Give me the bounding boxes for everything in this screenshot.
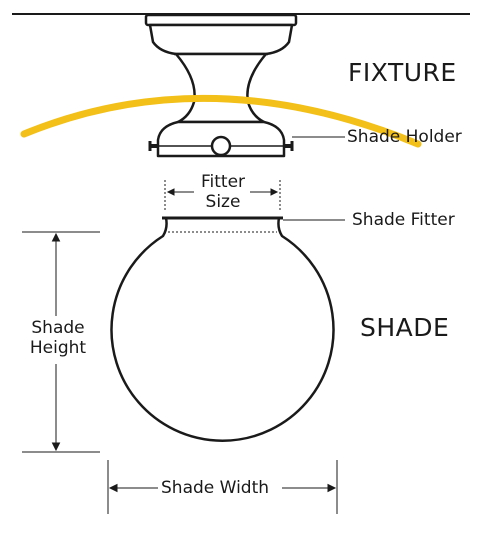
fitter-size-line2: Size [205, 192, 241, 212]
shade-height-line2: Height [29, 338, 87, 358]
fixture-label: FIXTURE [348, 58, 457, 87]
fixture-neck [174, 52, 268, 124]
shade-height-label: Shade Height [18, 318, 98, 358]
shade-width-dimension [107, 460, 338, 514]
wire [20, 94, 422, 148]
fitter-size-dimension [164, 180, 281, 210]
fitter-size-line1: Fitter [200, 172, 246, 192]
globe-shade [110, 216, 335, 442]
shade-height-line1: Shade [31, 318, 85, 338]
shade-holder [148, 120, 294, 158]
shade-fitter-label: Shade Fitter [352, 210, 455, 230]
shade-label: SHADE [360, 313, 450, 342]
shade-holder-label: Shade Holder [347, 127, 462, 147]
shade-width-label: Shade Width [161, 478, 270, 498]
shade-height-dimension [22, 231, 100, 453]
fitter-size-label: Fitter Size [185, 172, 261, 212]
fixture-canopy [144, 13, 298, 56]
